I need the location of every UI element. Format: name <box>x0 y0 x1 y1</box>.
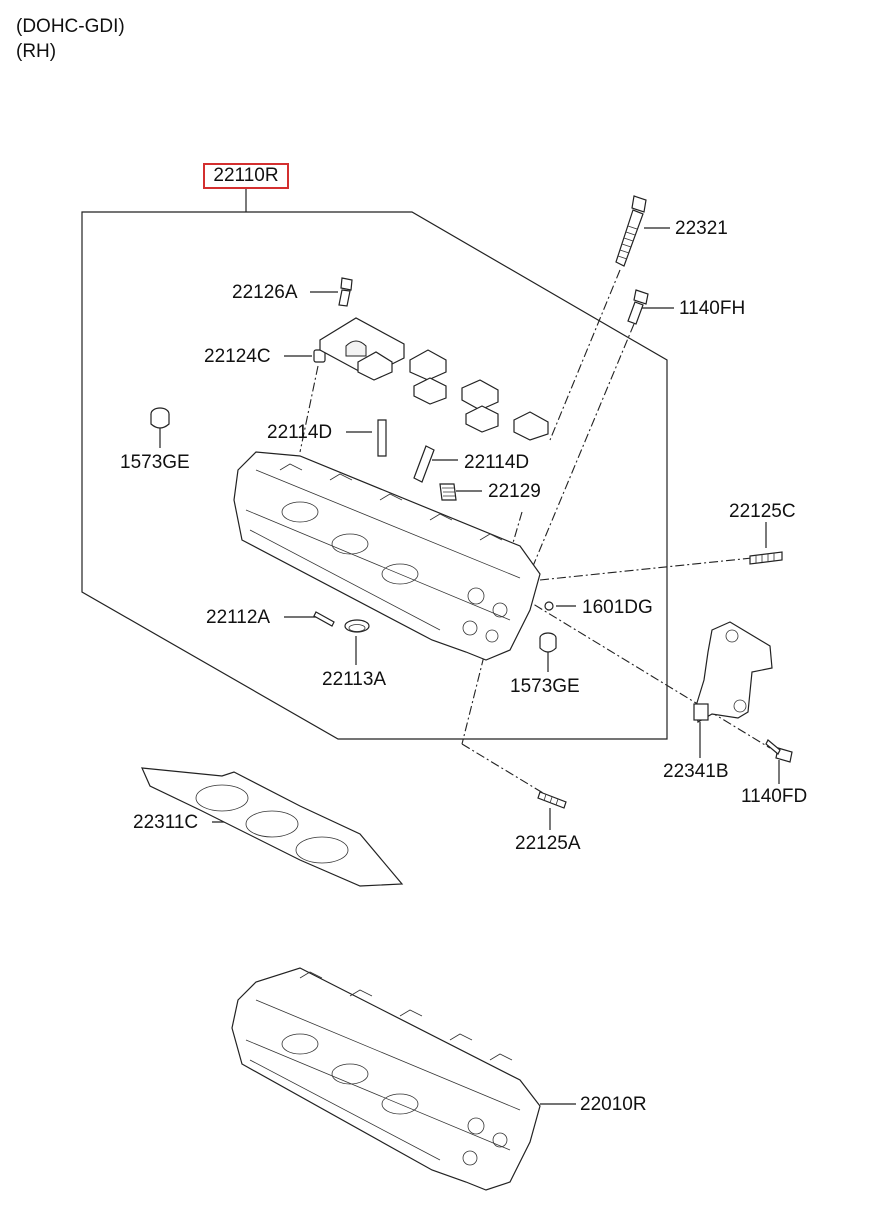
plug-1573GE-right-icon <box>539 632 557 653</box>
part-label-1573GE-right[interactable]: 1573GE <box>510 676 580 697</box>
part-label-22124C[interactable]: 22124C <box>204 346 271 367</box>
part-label-22311C[interactable]: 22311C <box>133 812 199 833</box>
assembly-frame <box>81 211 668 740</box>
seal-22113A-icon <box>344 619 370 633</box>
part-label-1601DG[interactable]: 1601DG <box>582 597 653 618</box>
part-label-22114D-left[interactable]: 22114D <box>267 422 333 443</box>
leader-lines <box>159 227 780 1105</box>
part-label-1140FD[interactable]: 1140FD <box>741 786 808 807</box>
bracket-22341B-icon <box>693 621 773 723</box>
alignment-lines <box>299 269 771 797</box>
plug-22129-icon <box>439 483 457 501</box>
part-label-1140FH[interactable]: 1140FH <box>679 298 746 319</box>
part-label-22341B[interactable]: 22341B <box>663 761 729 782</box>
ball-1601DG-icon <box>544 601 554 611</box>
part-label-22010R[interactable]: 22010R <box>580 1094 647 1115</box>
part-label-22112A[interactable]: 22112A <box>206 607 271 628</box>
cylinder-head-22010R-icon <box>231 967 541 1191</box>
header-side: (RH) <box>16 41 57 62</box>
part-label-22114D-right[interactable]: 22114D <box>464 452 530 473</box>
part-label-22125C[interactable]: 22125C <box>729 501 796 522</box>
part-label-22125A[interactable]: 22125A <box>515 833 581 854</box>
valve-guide-right-icon <box>413 445 435 483</box>
bolt-1140FH-icon <box>627 289 649 325</box>
stud-22125A-icon <box>537 791 567 809</box>
bolt-22321-icon <box>615 195 647 267</box>
part-label-22113A[interactable]: 22113A <box>322 669 387 690</box>
valve-guide-left-icon <box>377 419 387 457</box>
header-engine-type: (DOHC-GDI) <box>16 16 125 37</box>
head-gasket-22311C-icon <box>141 767 404 887</box>
plug-1573GE-left-icon <box>150 407 170 429</box>
cylinder-head-assembly-icon <box>233 451 541 661</box>
part-label-22110R[interactable]: 22110R <box>203 163 289 189</box>
part-label-22129[interactable]: 22129 <box>488 481 541 502</box>
bolt-1140FD-icon <box>765 739 793 763</box>
cam-caps-icon <box>319 317 549 441</box>
part-label-22126A[interactable]: 22126A <box>232 282 298 303</box>
part-label-22321[interactable]: 22321 <box>675 218 728 239</box>
pin-22112A-icon <box>313 611 335 627</box>
stud-22125C-icon <box>749 551 783 565</box>
bolt-22126A-icon <box>338 277 353 307</box>
part-label-1573GE-left[interactable]: 1573GE <box>120 452 190 473</box>
